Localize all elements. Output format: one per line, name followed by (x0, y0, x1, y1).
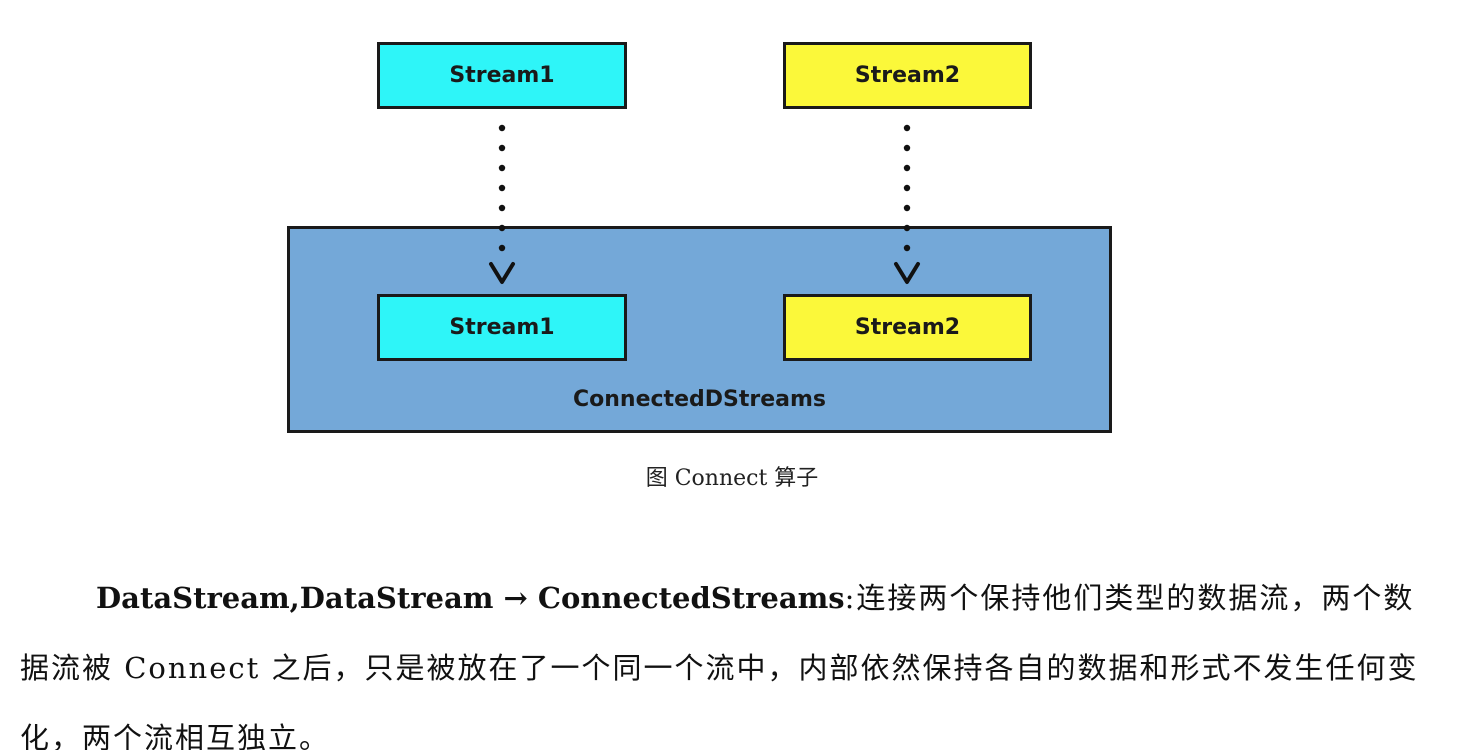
stream2-source-box: Stream2 (783, 42, 1032, 109)
description-text: 连接两个保持他们类型的数据流，两个数据流被 Connect 之后，只是被放在了一… (20, 581, 1419, 750)
connect-diagram: Stream1 Stream2 ConnectedDStreams Stream… (287, 42, 1112, 433)
description-paragraph: DataStream,DataStream → ConnectedStreams… (20, 563, 1440, 750)
heading-separator: : (844, 581, 857, 615)
connected-dstreams-label: ConnectedDStreams (573, 387, 826, 412)
stream2-inner-box: Stream2 (783, 294, 1032, 361)
stream1-source-label: Stream1 (449, 63, 555, 88)
transformation-heading: DataStream,DataStream → ConnectedStreams (96, 581, 845, 615)
figure-caption: 图 Connect 算子 (645, 466, 819, 491)
stream1-dotted-arrow (489, 124, 515, 284)
stream2-dotted-arrow (894, 124, 920, 284)
stream2-source-label: Stream2 (854, 63, 961, 88)
stream2-inner-label: Stream2 (854, 315, 961, 340)
stream1-source-box: Stream1 (377, 42, 627, 109)
stream1-inner-box: Stream1 (377, 294, 627, 361)
stream1-inner-label: Stream1 (449, 315, 555, 340)
